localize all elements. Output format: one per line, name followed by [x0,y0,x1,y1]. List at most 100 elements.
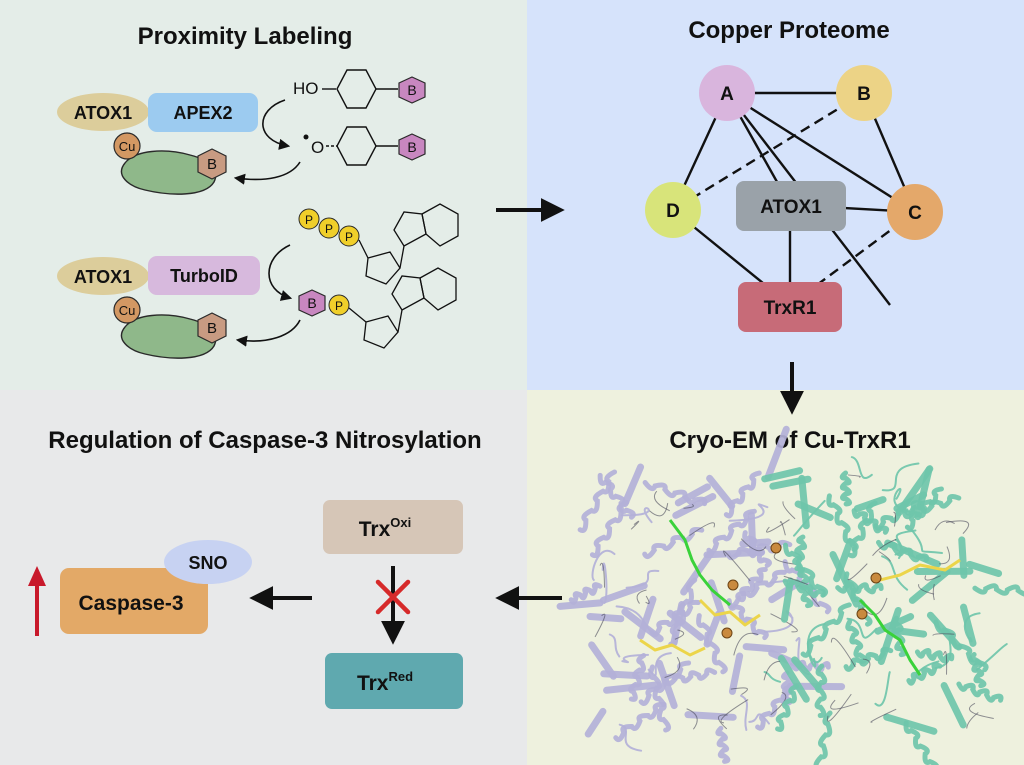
ribbon-segment [829,551,861,608]
turboid-labeling-arrow [235,319,301,347]
ribbon-segment [960,603,977,647]
ribbon-segment [621,608,664,643]
ribbon-outline [943,651,948,675]
cu-ion-1 [113,132,141,160]
trx-red-box [325,653,463,709]
blocked-x-icon [375,579,411,615]
caspase-3-box [60,568,208,634]
ribbon-outline [969,702,994,719]
ribbon-segment [893,491,928,513]
node-a [699,65,755,121]
ribbon-segment [672,493,717,519]
ribbon-segment [739,538,772,548]
svg-text:P: P [335,299,343,313]
ribbon-segment [674,483,711,507]
ribbon-outline [630,520,640,530]
ribbon-outline [683,503,695,509]
ribbon-segment [798,474,810,530]
atox1-bait-ellipse [57,93,149,131]
ribbon-segment [728,503,769,522]
ribbon-segment [780,577,794,623]
ribbon-segment [642,479,708,507]
ribbon-outline [770,613,798,633]
trx-red-label: TrxRed [357,669,413,695]
ribbon-segment [649,599,701,638]
ribbon-segment [703,610,722,648]
ribbon-outline [599,562,606,588]
copper-atom [856,608,868,620]
ribbon-segment [792,534,808,572]
apex2-activation-arrow [262,99,291,150]
ribbon-outline [782,501,796,520]
svg-text:B: B [307,295,316,311]
ribose-ring-1 [365,251,401,285]
node-b [836,65,892,121]
turboid-construct: ATOX1 TurboID [57,256,260,295]
ribbon-segment [874,671,891,707]
biotin-hex-2 [398,133,426,161]
ribbon-segment [780,670,793,706]
biotin-tag-protein-1-label: B [207,156,217,173]
ribbon-segment [648,664,672,733]
ribbon-outline [664,656,681,678]
biotin-tag-protein-2 [197,312,227,344]
turboid-box [148,256,260,295]
ribbon-outline [770,691,787,716]
cu-ion-2 [113,296,141,324]
ribbon-outline [720,699,749,724]
biotin-tag-protein-2-label: B [207,320,217,337]
adenine-five-ring-1 [393,211,427,247]
ribbon-segment [826,493,859,552]
adenine-six-ring-2 [419,267,457,311]
panel-regulation: Regulation of Caspase-3 Nitrosylation Tr… [28,427,482,709]
ribbon-segment [696,613,728,675]
ribose-ring-2 [363,315,399,349]
increase-arrow-icon [28,566,46,636]
ribbon-outline [893,511,896,527]
biotin-amp: B P [298,267,457,349]
ribbon-segment [963,612,981,643]
ribbon-outline [862,658,871,674]
ribbon-outline [847,563,868,581]
ribbon-outline [924,575,941,581]
ribbon-segment [777,654,810,703]
ribbon-outline [730,687,748,695]
ribbon-outline [740,538,767,552]
phenol-ho-label: HO [293,79,319,98]
copper-atom [727,579,739,591]
ribbon-outline [830,699,859,710]
panel-proximity: Proximity Labeling ATOX1 APEX2 Cu B HO B [57,23,459,359]
ribbon-outline [870,708,897,723]
ribbon-segment [599,582,648,604]
phosphate-3 [338,225,360,247]
node-c-label: C [908,203,922,224]
cryoem-title: Cryo-EM of Cu-TrxR1 [669,427,910,454]
svg-text:P: P [345,230,353,244]
ribbon-segment [972,583,1024,597]
svg-text:P: P [325,222,333,236]
node-trxr1-label: TrxR1 [764,298,817,319]
biotin-hex-1 [398,76,426,104]
ribbon-segment [969,651,987,689]
ribbon-segment [906,662,943,686]
radical-o-label: O [311,138,324,157]
ligand-stick [858,598,922,676]
proteome-title: Copper Proteome [688,17,889,44]
ribbon-segment [621,463,645,508]
biotin-hex-3 [298,289,326,317]
ribbon-segment [794,500,834,521]
ribbon-outline [636,589,647,604]
apex2-construct: ATOX1 APEX2 [57,93,258,132]
ribbon-segment [877,606,902,666]
ribbon-segment [625,569,660,589]
ribbon-segment [940,682,967,729]
ribbon-outline [717,714,728,730]
caspase-3-label: Caspase-3 [78,592,183,615]
ribbon-segment [621,653,650,664]
ligand-stick [639,638,706,657]
ribbon-segment [637,595,657,640]
fad-ligands [639,519,961,676]
ribbon-segment [603,681,662,694]
biotin-phenoxyl-radical: O B [303,126,426,166]
copper-atom [721,627,733,639]
